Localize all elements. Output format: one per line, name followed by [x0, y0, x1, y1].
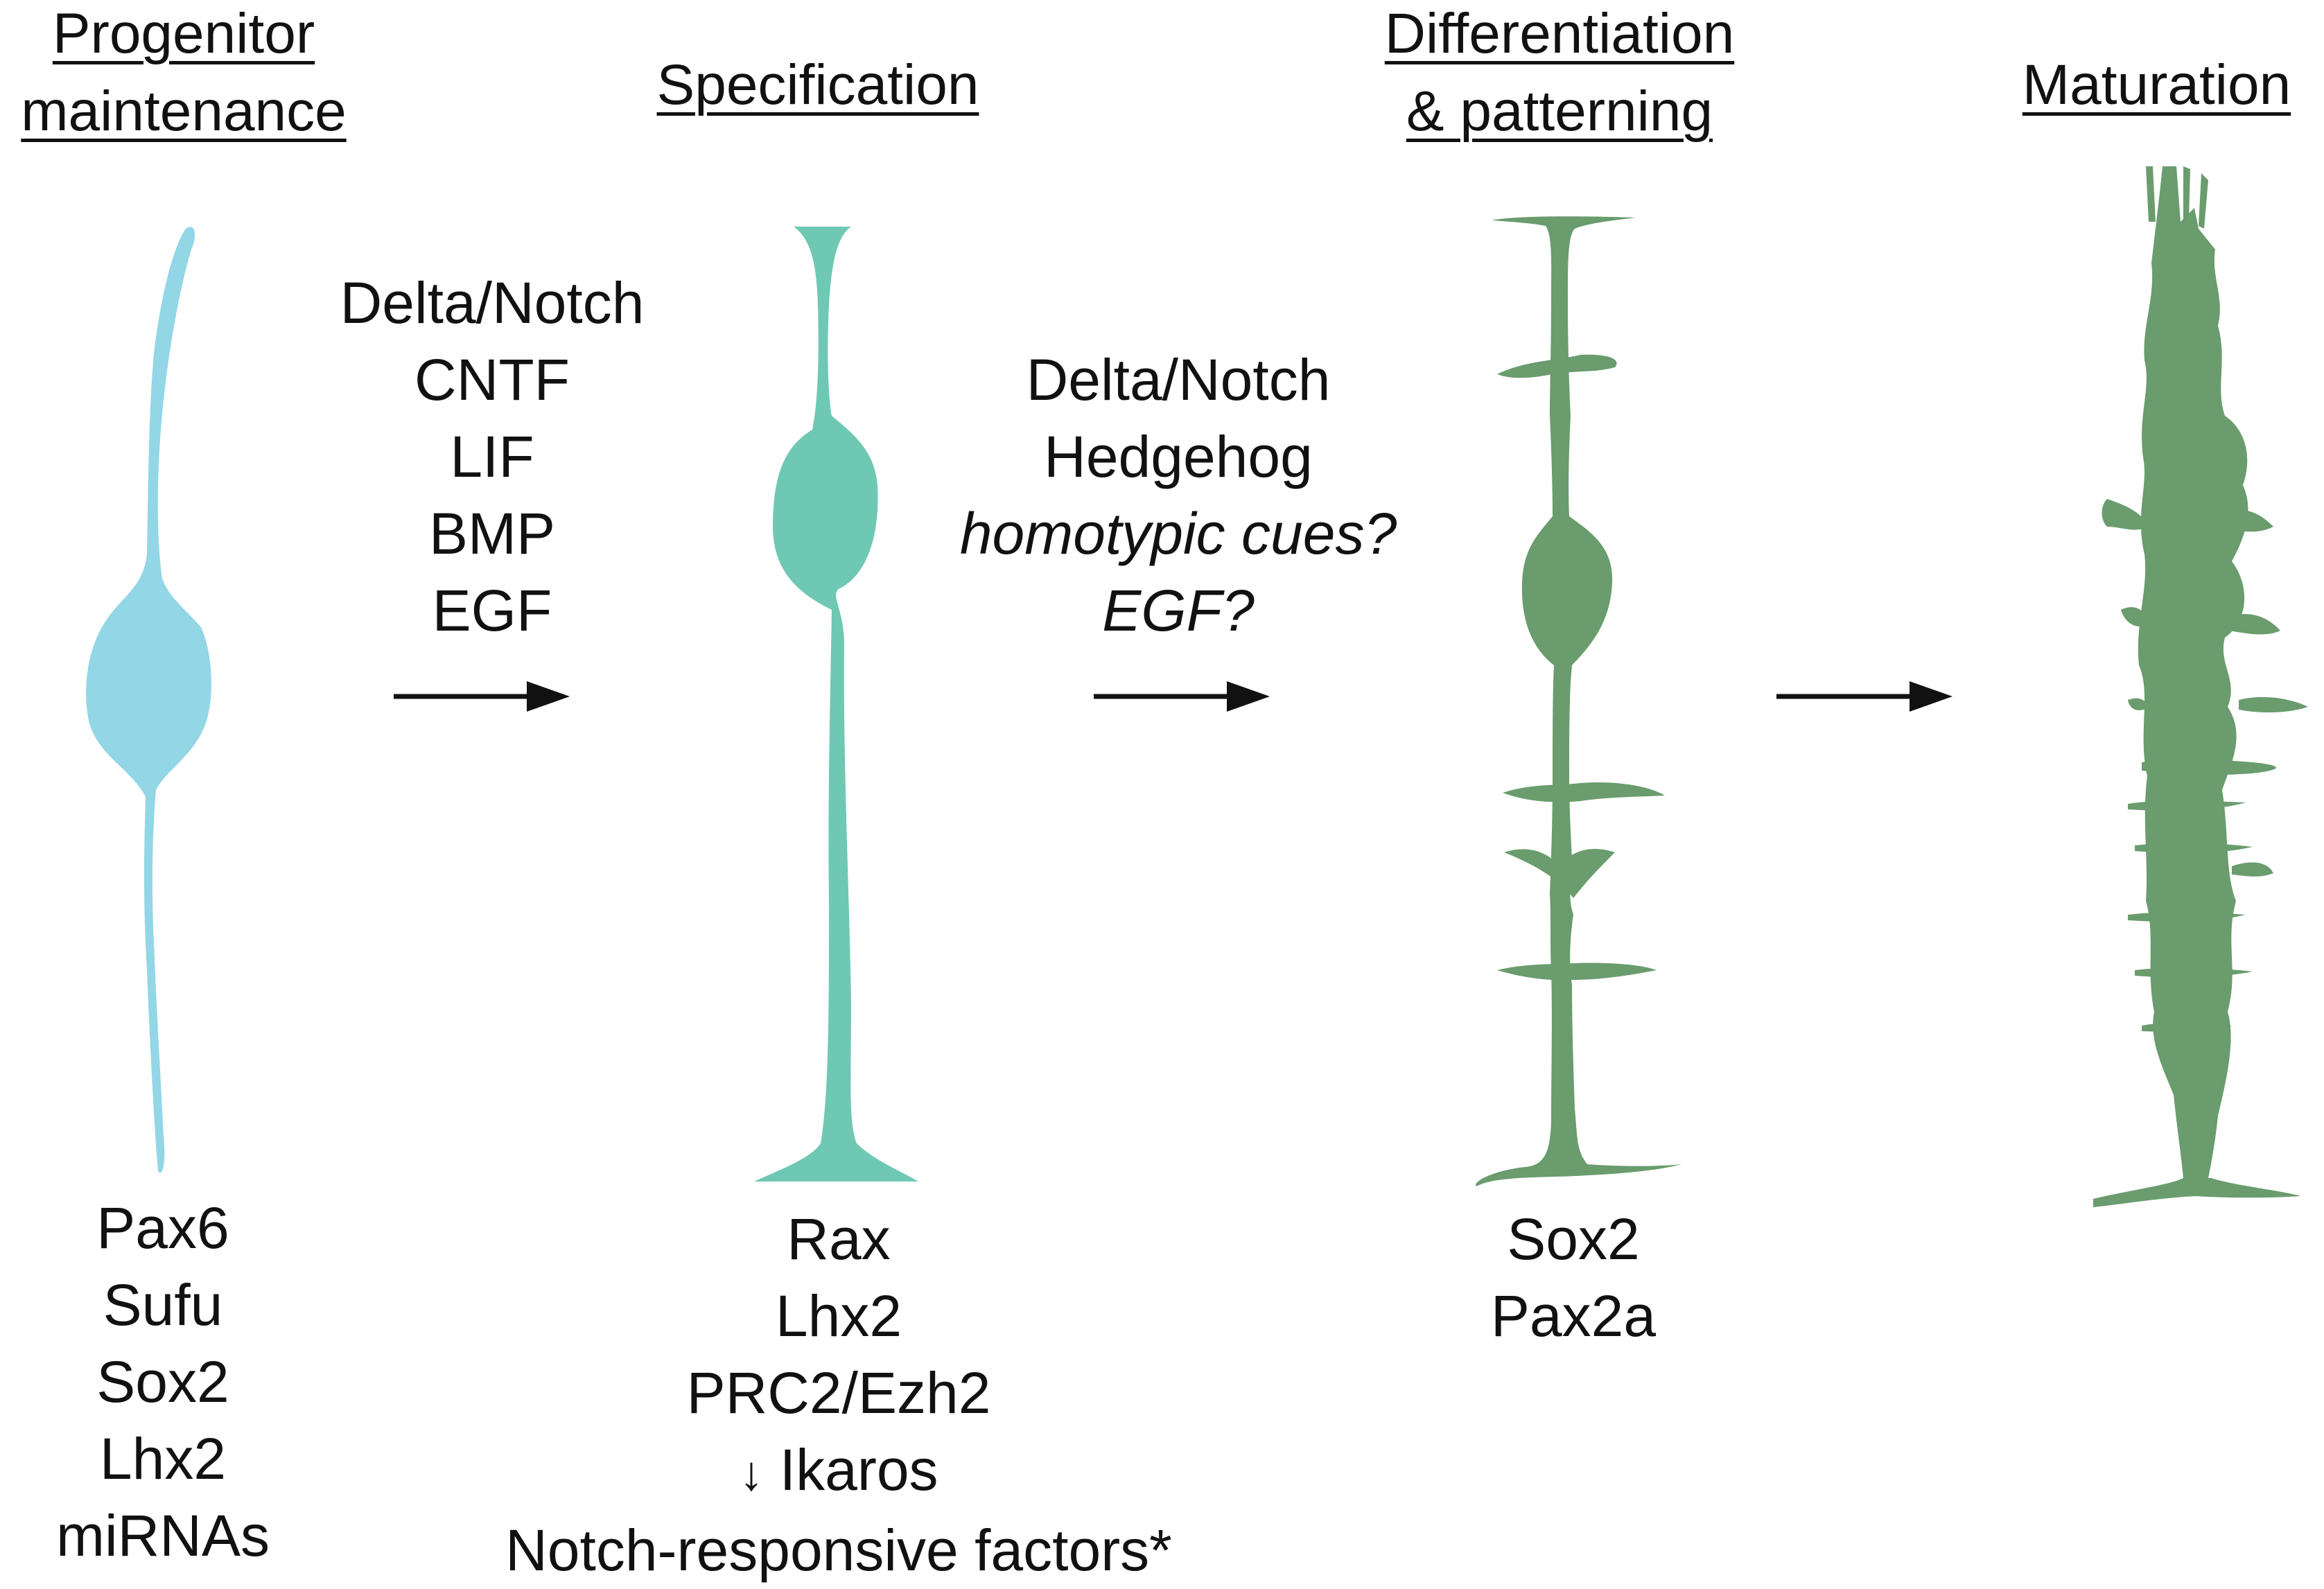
arrow-1 [394, 681, 570, 712]
arrow-2 [1094, 681, 1270, 712]
factor-item: Sufu [103, 1272, 223, 1337]
factor-item: Sox2 [96, 1349, 229, 1414]
signal-1-item: Delta/Notch [340, 270, 645, 335]
progenitor-cell-icon [86, 227, 211, 1173]
factor-item-ikaros: Ikaros [779, 1437, 938, 1502]
factor-item: Pax2a [1490, 1283, 1657, 1349]
factor-item: Notch-responsive factors* [505, 1518, 1172, 1583]
down-arrow-icon: ↓ [739, 1446, 764, 1500]
differentiation-cell-icon [1476, 216, 1681, 1186]
signal-list-1: Delta/Notch CNTF LIF BMP EGF [284, 265, 700, 649]
factor-item: PRC2/Ezh2 [686, 1360, 991, 1425]
signal-1-item: LIF [450, 424, 534, 489]
factor-item: Pax6 [96, 1195, 229, 1261]
arrow-3 [1776, 681, 1952, 712]
signal-2-item-italic: EGF? [1102, 578, 1255, 643]
factor-list-specification: Rax Lhx2 PRC2/Ezh2 ↓ Ikaros Notch-respon… [416, 1201, 1261, 1589]
factor-item: ↓ Ikaros [416, 1432, 1261, 1512]
factor-list-progenitor: Pax6 Sufu Sox2 Lhx2 miRNAs [21, 1190, 305, 1574]
signal-1-item: EGF [432, 578, 552, 643]
signal-1-item: BMP [428, 501, 556, 566]
factor-item: Lhx2 [99, 1426, 227, 1491]
signal-2-item: Hedgehog [1044, 424, 1313, 489]
factor-list-differentiation: Sox2 Pax2a [1435, 1201, 1712, 1355]
factor-item: Lhx2 [775, 1283, 902, 1349]
stage-title-differentiation: Differentiation & patterning [1384, 2, 1735, 143]
signal-2-item-italic: homotypic cues? [959, 501, 1397, 566]
maturation-cell-icon [2093, 166, 2308, 1207]
signal-2-item: Delta/Notch [1026, 347, 1331, 412]
specification-cell-icon [754, 227, 918, 1182]
signal-1-item: CNTF [414, 347, 570, 412]
signal-list-2: Delta/Notch Hedgehog homotypic cues? EGF… [901, 342, 1456, 649]
factor-item: Sox2 [1507, 1206, 1640, 1272]
stage-title-progenitor: Progenitor maintenance [21, 2, 347, 143]
stage-title-maturation: Maturation [2022, 53, 2291, 116]
factor-item: Rax [787, 1206, 891, 1272]
factor-item: miRNAs [56, 1503, 270, 1568]
stage-title-specification: Specification [656, 53, 979, 116]
